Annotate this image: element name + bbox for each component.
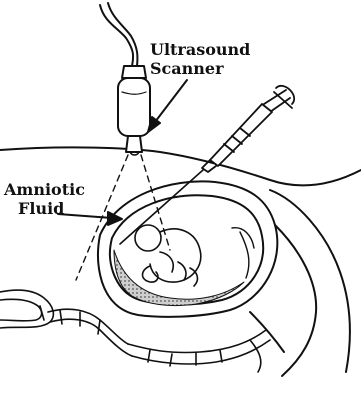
ultrasound-scanner-label: Ultrasound Scanner — [150, 40, 250, 78]
amniotic-fluid-shading — [114, 250, 244, 306]
syringe — [202, 86, 294, 172]
fluid-label-line2: Fluid — [4, 199, 85, 218]
intestines — [0, 290, 270, 372]
abdomen-right-curve — [270, 190, 350, 372]
ultrasound-beam — [76, 155, 170, 280]
ultrasound-scanner — [118, 66, 150, 155]
placenta-lining — [232, 228, 254, 278]
scanner-cable — [100, 5, 133, 66]
scanner-label-arrow — [148, 80, 187, 132]
uterus-outer — [98, 181, 277, 316]
scanner-label-line2: Scanner — [150, 59, 250, 78]
scanner-label-line1: Ultrasound — [150, 40, 250, 59]
amniotic-fluid-label: Amniotic Fluid — [4, 180, 85, 218]
fetus — [135, 225, 201, 286]
fluid-label-line1: Amniotic — [4, 180, 85, 199]
needle — [120, 170, 203, 244]
abdomen-lower-curve — [275, 225, 316, 376]
